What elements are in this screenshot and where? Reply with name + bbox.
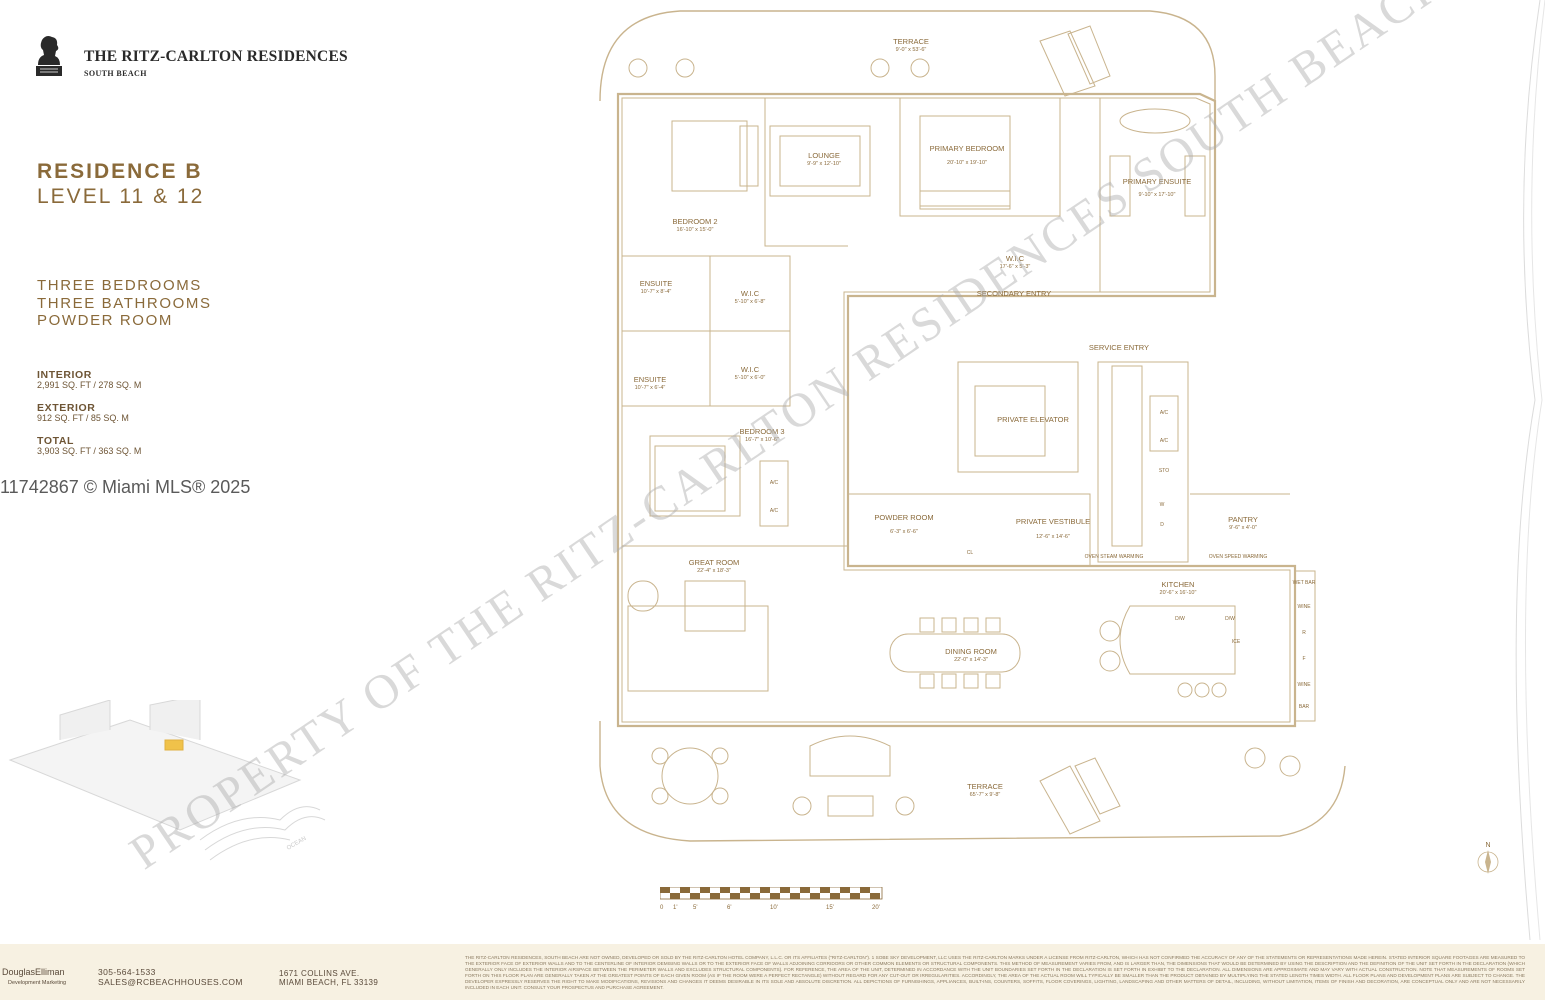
broker-sub: Development Marketing (8, 980, 67, 986)
area-label: INTERIOR (37, 369, 92, 381)
footer-bar (0, 944, 1545, 1000)
room-dims: 5'-10" x 6'-8" (735, 299, 766, 305)
room-name: GREAT ROOM (689, 558, 740, 567)
fixture-label: A/C (1160, 438, 1169, 444)
room-dims: 9'-0" x 53'-6" (896, 47, 927, 53)
room-dims: 9'-9" x 12'-10" (807, 161, 841, 167)
room-name: SERVICE ENTRY (1089, 343, 1149, 352)
room-dims: 9'-10" x 17'-10" (1139, 192, 1176, 198)
feature-item: THREE BEDROOMS (37, 277, 202, 294)
area-total: TOTAL 3,903 SQ. FT / 363 SQ. M (37, 436, 141, 456)
fixture-label: D/W (1225, 616, 1235, 622)
room-name: TERRACE (893, 37, 929, 46)
area-interior: INTERIOR 2,991 SQ. FT / 278 SQ. M (37, 370, 141, 390)
room-name: PRIVATE VESTIBULE (1016, 517, 1090, 526)
scale-bar (660, 887, 883, 900)
room-name: W.I.C (1006, 254, 1025, 263)
scale-label: 6' (727, 905, 732, 911)
fixture-label: F (1302, 656, 1305, 662)
room-dims: 5'-10" x 6'-0" (735, 375, 766, 381)
room-dims: 65'-7" x 9'-8" (970, 792, 1001, 798)
address-line1: 1671 COLLINS AVE. (279, 969, 360, 978)
room-name: BEDROOM 2 (672, 217, 717, 226)
room-dims: 10'-7" x 8'-4" (641, 289, 672, 295)
fixture-label: OVEN STEAM WARMING (1085, 554, 1144, 560)
fixture-label: R (1302, 630, 1306, 636)
area-value: 912 SQ. FT / 85 SQ. M (37, 413, 129, 423)
fixture-label: BAR (1299, 704, 1310, 710)
room-name: SECONDARY ENTRY (977, 289, 1052, 298)
fixture-label: STO (1159, 468, 1169, 474)
fixture-label: D (1160, 522, 1164, 528)
room-dims: 16'-7" x 10'-6" (745, 437, 779, 443)
fixture-label: WINE (1297, 682, 1311, 688)
building-keyplan: OCEAN (8, 700, 326, 861)
room-dims: 20'-6" x 16'-10" (1160, 590, 1197, 596)
contact-phone[interactable]: 305-564-1533 (98, 967, 156, 977)
room-name: W.I.C (741, 365, 760, 374)
fixture-label: CL (967, 550, 974, 556)
room-dims: 22'-4" x 18'-3" (697, 568, 731, 574)
residence-title: RESIDENCE B (37, 160, 203, 183)
lion-crest-logo-icon (36, 36, 62, 76)
area-exterior: EXTERIOR 912 SQ. FT / 85 SQ. M (37, 403, 129, 423)
north-label: N (1485, 842, 1490, 849)
contact-email[interactable]: SALES@RCBEACHHOUSES.COM (98, 977, 243, 987)
room-dims: 9'-6" x 4'-0" (1229, 525, 1257, 531)
broker-logo: DouglasElliman (2, 967, 65, 977)
floor-plan: TERRACE 9'-0" x 53'-6" LOUNGE 9'-9" x 12… (599, 10, 1346, 842)
room-name: KITCHEN (1162, 580, 1195, 589)
feature-list: THREE BEDROOMS THREE BATHROOMS POWDER RO… (37, 277, 212, 330)
room-name: W.I.C (741, 289, 760, 298)
fixture-label: W (1160, 502, 1165, 508)
room-name: ENSUITE (634, 375, 667, 384)
room-dims: 10'-7" x 6'-4" (635, 385, 666, 391)
fixture-label: A/C (1160, 410, 1169, 416)
address-line2: MIAMI BEACH, FL 33139 (279, 978, 379, 987)
room-name: DINING ROOM (945, 647, 997, 656)
room-name: LOUNGE (808, 151, 840, 160)
ocean-waves (1515, 0, 1545, 940)
scale-label: 10' (770, 905, 778, 911)
residence-level: LEVEL 11 & 12 (37, 185, 205, 208)
scale-label: 0 (660, 905, 664, 911)
room-name: PRIMARY ENSUITE (1123, 177, 1192, 186)
fixture-label: WET BAR (1293, 580, 1316, 586)
feature-item: THREE BATHROOMS (37, 294, 212, 312)
scale-label: 20' (872, 905, 880, 911)
room-name: PANTRY (1228, 515, 1258, 524)
room-dims: 12'-6" x 14'-6" (1036, 534, 1070, 540)
room-dims: 17'-6" x 5'-3" (1000, 264, 1031, 270)
fixture-label: D/W (1175, 616, 1185, 622)
room-dims: 16'-10" x 15'-0" (677, 227, 714, 233)
brand-location: SOUTH BEACH (84, 69, 147, 78)
fixture-label: A/C (770, 480, 779, 486)
feature-item: POWDER ROOM (37, 312, 173, 329)
scale-label: 15' (826, 905, 834, 911)
fixture-label: A/C (770, 508, 779, 514)
room-name: PRIVATE ELEVATOR (997, 415, 1069, 424)
mls-watermark: 11742867 © Miami MLS® 2025 (0, 477, 251, 497)
room-name: POWDER ROOM (874, 513, 933, 522)
room-dims: 6'-3" x 6'-6" (890, 529, 918, 535)
fixture-label: WINE (1297, 604, 1311, 610)
fixture-label: ICE (1232, 639, 1241, 645)
ocean-label: OCEAN (286, 836, 307, 852)
room-name: BEDROOM 3 (739, 427, 784, 436)
scale-label: 1' (673, 905, 678, 911)
room-name: ENSUITE (640, 279, 673, 288)
area-label: EXTERIOR (37, 402, 96, 414)
area-label: TOTAL (37, 435, 75, 447)
room-dims: 20'-10" x 19'-10" (947, 160, 987, 166)
scale-label: 5' (693, 905, 698, 911)
area-value: 3,903 SQ. FT / 363 SQ. M (37, 446, 142, 456)
north-arrow-icon: N (1477, 842, 1499, 874)
area-value: 2,991 SQ. FT / 278 SQ. M (37, 380, 142, 390)
fixture-label: OVEN SPEED WARMING (1209, 554, 1268, 560)
brand-name: THE RITZ-CARLTON RESIDENCES (84, 48, 348, 65)
room-name: TERRACE (967, 782, 1003, 791)
legal-disclaimer: THE RITZ-CARLTON RESIDENCES, SOUTH BEACH… (465, 955, 1525, 990)
room-dims: 22'-0" x 14'-3" (954, 657, 988, 663)
room-name: PRIMARY BEDROOM (930, 144, 1005, 153)
